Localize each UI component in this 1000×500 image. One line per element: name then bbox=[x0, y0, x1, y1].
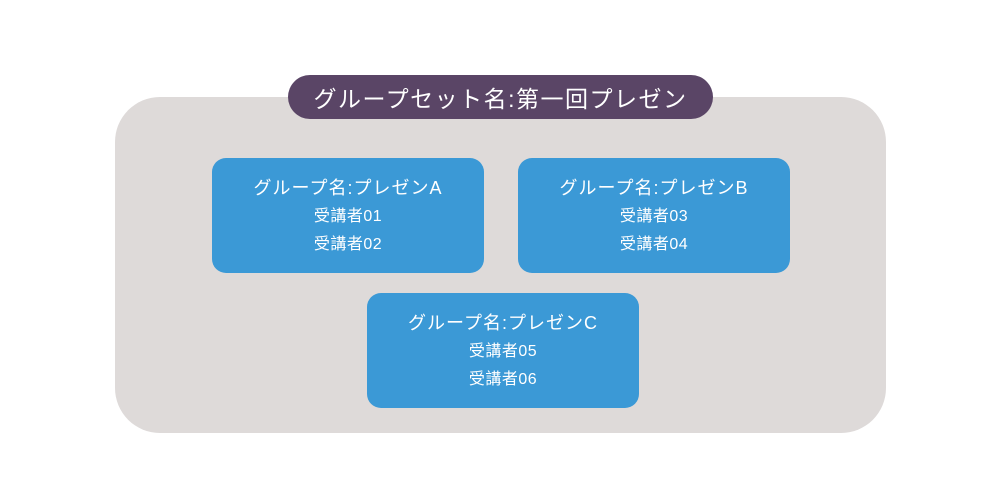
group-member-label: 受講者05 bbox=[468, 342, 538, 360]
group-box-presen-a: グループ名:プレゼンA 受講者01 受講者02 bbox=[212, 158, 484, 273]
group-member-label: 受講者04 bbox=[619, 235, 689, 253]
group-name-label: グループ名:プレゼンC bbox=[408, 312, 598, 333]
group-box-presen-c: グループ名:プレゼンC 受講者05 受講者06 bbox=[367, 293, 639, 408]
group-name-label: グループ名:プレゼンB bbox=[559, 177, 749, 198]
group-box-presen-b: グループ名:プレゼンB 受講者03 受講者04 bbox=[518, 158, 790, 273]
groupset-name-badge: グループセット名:第一回プレゼン bbox=[288, 75, 713, 119]
group-member-label: 受講者01 bbox=[313, 207, 383, 225]
groupset-name-label: グループセット名:第一回プレゼン bbox=[313, 86, 688, 112]
group-member-label: 受講者06 bbox=[468, 370, 538, 388]
group-name-label: グループ名:プレゼンA bbox=[253, 177, 443, 198]
group-member-label: 受講者02 bbox=[313, 235, 383, 253]
group-member-label: 受講者03 bbox=[619, 207, 689, 225]
